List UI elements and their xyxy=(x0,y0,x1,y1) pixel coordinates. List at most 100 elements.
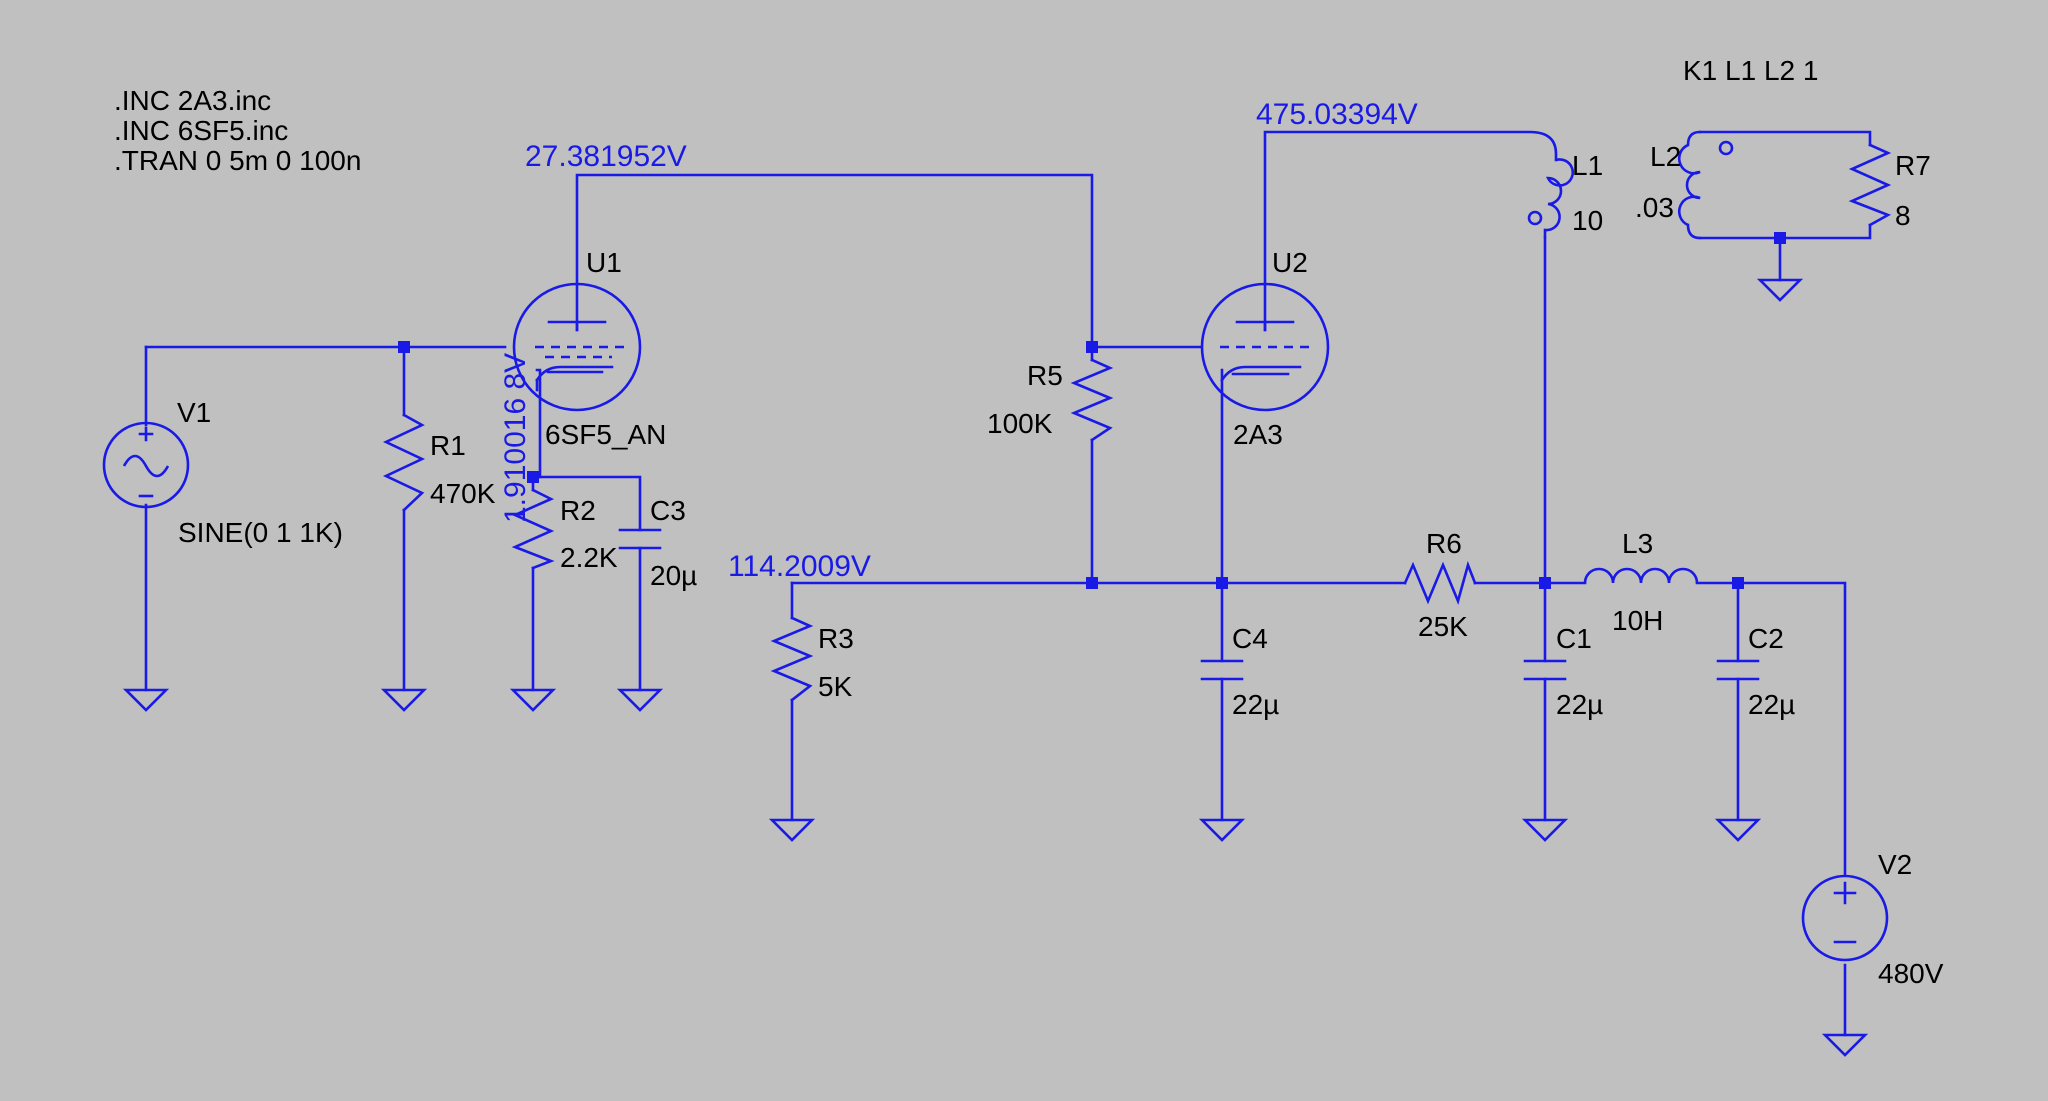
ground-icon xyxy=(1198,818,1246,842)
label-v2-value: 480V xyxy=(1878,958,1944,989)
sine-wave-icon xyxy=(122,454,170,478)
junction-dot xyxy=(1086,341,1098,353)
junction-dot xyxy=(1086,577,1098,589)
ground-icon xyxy=(380,688,428,712)
directive-inc-2a3[interactable]: .INC 2A3.inc xyxy=(114,85,271,116)
ground-icon xyxy=(1714,818,1762,842)
label-r6-value: 25K xyxy=(1418,611,1468,642)
tube-envelope-icon xyxy=(512,282,642,412)
voltage-label-u2-plate: 475.03394V xyxy=(1256,98,1418,131)
wire-l2-top xyxy=(1686,130,1702,147)
junction-dot xyxy=(398,341,410,353)
wire-c3-top xyxy=(531,475,642,532)
capacitors xyxy=(618,528,1760,681)
label-l2-ref: L2 xyxy=(1650,141,1681,172)
ground-icon xyxy=(768,818,816,842)
inductors xyxy=(1527,140,1734,584)
label-c2-ref: C2 xyxy=(1748,623,1784,654)
label-r2-ref: R2 xyxy=(560,495,596,526)
wires xyxy=(144,130,1872,1037)
label-u2-value: 2A3 xyxy=(1233,419,1283,450)
label-r2-value: 2.2K xyxy=(560,542,618,573)
label-c4-ref: C4 xyxy=(1232,623,1268,654)
voltage-label-u1-plate: 27.381952V xyxy=(525,140,687,173)
junction-dot xyxy=(1732,577,1744,589)
label-r5-value: 100K xyxy=(987,408,1053,439)
resistor-r7[interactable] xyxy=(1848,143,1892,227)
wire-sec-top xyxy=(1698,130,1872,147)
resistor-r3[interactable] xyxy=(770,616,814,702)
source-v2[interactable] xyxy=(1801,874,1889,962)
junction-dot xyxy=(1216,577,1228,589)
wire-sec-bottom xyxy=(1698,223,1872,240)
cathode-icon xyxy=(535,365,614,382)
junction-dot xyxy=(1539,577,1551,589)
resistors xyxy=(382,143,1892,702)
inductor-l1[interactable] xyxy=(1527,158,1575,238)
ground-icon xyxy=(616,688,664,712)
label-r6-ref: R6 xyxy=(1426,528,1462,559)
label-v1-value: SINE(0 1 1K) xyxy=(178,517,343,548)
dc-source-icon xyxy=(1801,874,1889,962)
ground-icon xyxy=(1521,818,1569,842)
cathode-icon xyxy=(1220,365,1302,382)
resistor-r2[interactable] xyxy=(511,488,555,570)
directive-coupling[interactable]: K1 L1 L2 1 xyxy=(1683,55,1818,86)
label-r1-ref: R1 xyxy=(430,430,466,461)
label-c4-value: 22µ xyxy=(1232,689,1279,720)
plus-icon xyxy=(1833,881,1857,905)
tube-u1[interactable] xyxy=(512,282,642,412)
label-l3-value: 10H xyxy=(1612,605,1663,636)
label-c3-ref: C3 xyxy=(650,495,686,526)
label-l1-ref: L1 xyxy=(1572,150,1603,181)
label-r1-value: 470K xyxy=(430,478,496,509)
resistor-r1[interactable] xyxy=(382,413,426,512)
wire-u1-cathode xyxy=(535,368,542,479)
plus-icon xyxy=(138,426,154,442)
capacitor-c2[interactable] xyxy=(1716,659,1760,681)
label-u2-ref: U2 xyxy=(1272,247,1308,278)
sine-source-icon xyxy=(102,421,190,509)
capacitor-c4[interactable] xyxy=(1200,659,1244,681)
label-v2-ref: V2 xyxy=(1878,849,1912,880)
junctions xyxy=(398,232,1786,589)
label-r3-ref: R3 xyxy=(818,623,854,654)
ground-icon xyxy=(1756,278,1804,302)
label-r5-ref: R5 xyxy=(1027,360,1063,391)
label-r7-value: 8 xyxy=(1895,200,1911,231)
label-l3-ref: L3 xyxy=(1622,528,1653,559)
capacitor-c1[interactable] xyxy=(1523,659,1567,681)
grounds xyxy=(122,278,1869,1057)
ground-icon xyxy=(122,688,170,712)
label-r3-value: 5K xyxy=(818,671,853,702)
inductor-l3[interactable] xyxy=(1583,567,1699,584)
directive-tran[interactable]: .TRAN 0 5m 0 100n xyxy=(114,145,361,176)
wire-u2-plate xyxy=(1263,130,1558,332)
label-l2-value: .03 xyxy=(1635,192,1674,223)
label-c1-ref: C1 xyxy=(1556,623,1592,654)
resistor-r6[interactable] xyxy=(1403,560,1477,605)
plate-icon xyxy=(547,320,607,332)
wire-u1-plate xyxy=(575,173,1094,349)
capacitor-c3[interactable] xyxy=(618,528,662,550)
ground-icon xyxy=(509,688,557,712)
resistor-r5[interactable] xyxy=(1070,358,1114,442)
inductor-l2[interactable] xyxy=(1678,140,1734,227)
wire-l3-v2 xyxy=(1695,581,1847,877)
label-c3-value: 20µ xyxy=(650,560,697,591)
voltage-label-u1-cathode: 1.910016 8V xyxy=(499,353,532,523)
tube-u2[interactable] xyxy=(1200,282,1330,412)
label-c1-value: 22µ xyxy=(1556,689,1603,720)
label-u1-value: 6SF5_AN xyxy=(545,419,666,450)
tube-envelope-icon xyxy=(1200,282,1330,412)
source-v1[interactable] xyxy=(102,421,190,509)
label-v1-ref: V1 xyxy=(177,397,211,428)
junction-dot xyxy=(1774,232,1786,244)
label-c2-value: 22µ xyxy=(1748,689,1795,720)
plate-icon xyxy=(1235,320,1295,332)
directive-inc-6sf5[interactable]: .INC 6SF5.inc xyxy=(114,115,288,146)
junction-dot xyxy=(527,471,539,483)
voltage-label-bias: 114.2009V xyxy=(728,550,871,583)
ground-icon xyxy=(1821,1033,1869,1057)
